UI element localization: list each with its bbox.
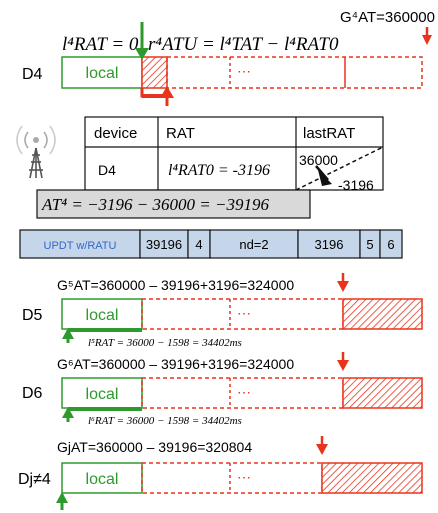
d5-end-arrow bbox=[337, 281, 349, 292]
packet-field-1: 39196 bbox=[146, 237, 182, 252]
at-equation: AT⁴ = −3196 − 36000 = −39196 bbox=[41, 195, 269, 214]
d4-end-arrow bbox=[422, 35, 432, 45]
dj-remaining-segment bbox=[141, 462, 323, 494]
lastrat-arrow-stem bbox=[315, 165, 329, 181]
d4-remaining-segment bbox=[166, 56, 423, 89]
l6-equation: l⁶RAT = 36000 − 1598 = 34402ms bbox=[88, 415, 242, 427]
packet-field-3: nd=2 bbox=[239, 237, 268, 252]
packet-field-6: 6 bbox=[387, 237, 394, 252]
d6-local-label: local bbox=[86, 386, 119, 403]
table-cell-rat: l⁴RAT0 = -3196 bbox=[168, 162, 270, 179]
d6-end-arrow bbox=[337, 360, 349, 371]
dj-local-label: local bbox=[86, 471, 119, 488]
l5-equation: l⁵RAT = 36000 − 1598 = 34402ms bbox=[88, 337, 242, 349]
packet-field-4: 3196 bbox=[315, 237, 344, 252]
d4-ratu-hatch bbox=[141, 56, 168, 89]
table-header-rat: RAT bbox=[166, 125, 195, 142]
antenna-icon bbox=[16, 125, 56, 179]
dj-end-arrow bbox=[316, 444, 328, 455]
at-equation-box bbox=[36, 189, 311, 219]
d5-hatched-segment bbox=[342, 298, 423, 330]
d5-remaining-segment bbox=[141, 298, 344, 330]
updt-packet bbox=[19, 229, 403, 259]
header-g4: G⁴AT=360000 bbox=[340, 9, 435, 26]
d4-local-label: local bbox=[86, 65, 119, 82]
dj-local-segment bbox=[61, 462, 143, 494]
packet-field-5: 5 bbox=[366, 237, 373, 252]
d6-green-arrowhead bbox=[62, 407, 74, 418]
table-cell-lastrat-new: -3196 bbox=[338, 177, 374, 193]
d5-ellipsis: ⋯ bbox=[237, 305, 251, 321]
dj-green-arrowhead bbox=[56, 492, 68, 503]
node-label-d4: D4 bbox=[22, 66, 43, 83]
d4-green-arrowhead bbox=[135, 48, 149, 60]
packet-field-2: 4 bbox=[195, 237, 202, 252]
table-cell-lastrat-old: 36000 bbox=[299, 152, 338, 168]
packet-label: UPDT w/RATU bbox=[44, 240, 117, 252]
d4-ellipsis: ⋯ bbox=[237, 63, 251, 79]
table-cell-device: D4 bbox=[98, 162, 116, 178]
node-label-dj: Dj≠4 bbox=[18, 471, 51, 488]
node-label-d6: D6 bbox=[22, 385, 43, 402]
d6-remaining-segment bbox=[141, 377, 344, 409]
table-header-device: device bbox=[94, 125, 137, 142]
table-header-lastrat: lastRAT bbox=[303, 125, 355, 142]
g5-equation: G⁵AT=360000 – 39196+3196=324000 bbox=[57, 277, 294, 293]
d6-ellipsis: ⋯ bbox=[237, 384, 251, 400]
d6-hatched-segment bbox=[342, 377, 423, 409]
gj-equation: GjAT=360000 – 39196=320804 bbox=[57, 439, 252, 455]
d5-local-label: local bbox=[86, 307, 119, 324]
g6-equation: G⁶AT=360000 – 39196+3196=324000 bbox=[57, 356, 294, 372]
rat-table bbox=[84, 116, 384, 191]
node-label-d5: D5 bbox=[22, 307, 43, 324]
dj-ellipsis: ⋯ bbox=[237, 469, 251, 485]
dj-hatched-segment bbox=[321, 462, 423, 494]
d4-local-segment bbox=[61, 56, 143, 89]
header-eq-lrat: l⁴RAT = 0 bbox=[62, 34, 139, 55]
header-eq-ratu: r⁴ATU = l⁴TAT − l⁴RAT0 bbox=[148, 34, 339, 55]
d5-green-arrowhead bbox=[62, 328, 74, 339]
